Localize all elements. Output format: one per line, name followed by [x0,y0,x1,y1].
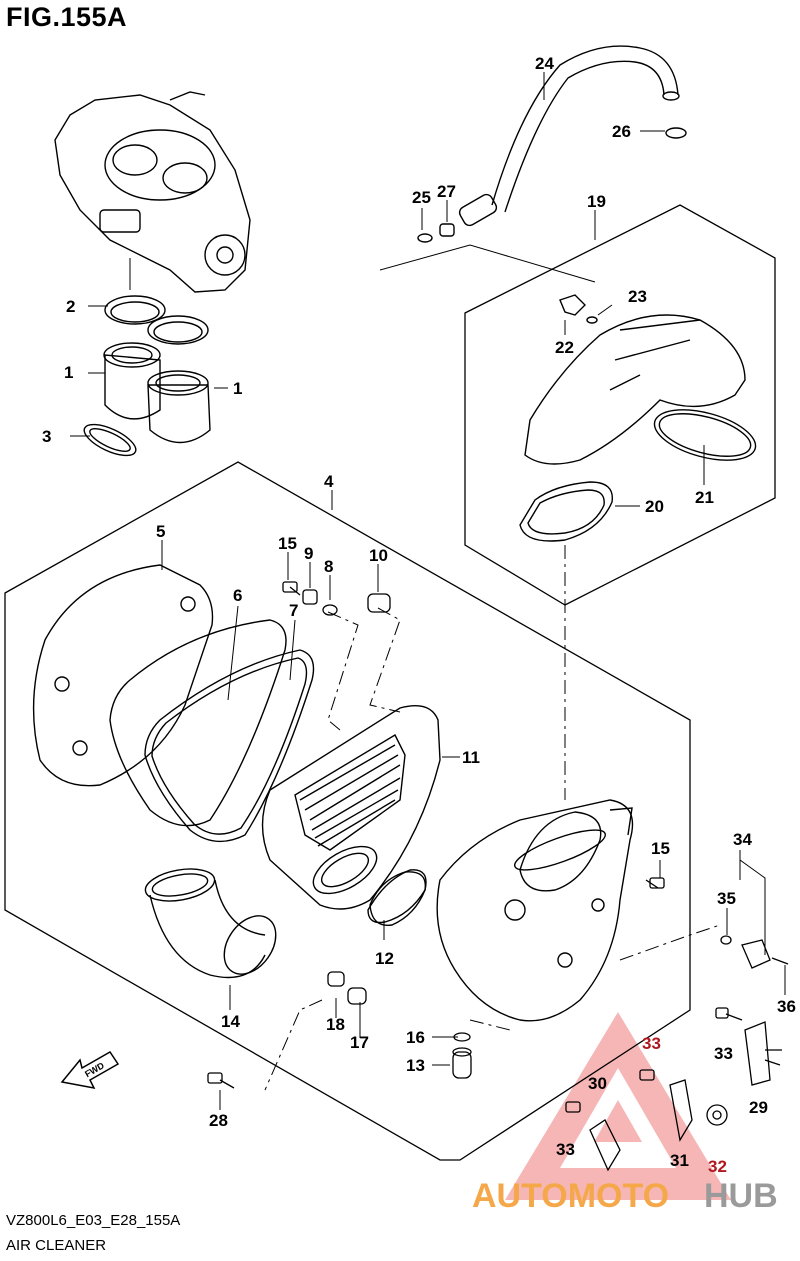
watermark-part1: AUTOMOTO [472,1177,669,1215]
callout-labels: 2 1 1 3 24 26 25 27 19 23 22 20 21 4 5 1… [42,54,796,1176]
case-hardware [207,971,472,1089]
intake-tube [144,868,277,979]
callout-2: 2 [66,297,75,316]
callout-36: 36 [777,997,796,1016]
small-fasteners [282,581,665,889]
callout-33b: 33 [642,1034,661,1053]
callout-3: 3 [42,427,51,446]
callout-23: 23 [628,287,647,306]
case-gasket [369,871,427,927]
watermark-text: AUTOMOTO HUB [472,1177,778,1215]
intake-joints-and-clamps [83,295,211,457]
throttle-body [54,91,251,293]
leader-lines [70,72,786,1110]
callout-7: 7 [289,601,298,620]
callout-1a: 1 [64,363,73,382]
callout-5: 5 [156,522,165,541]
callout-26: 26 [612,122,631,141]
callout-10: 10 [369,546,388,565]
callout-16-overlay: 16 [406,1028,425,1047]
assembly-frames [4,204,776,1161]
callout-33a: 33 [714,1044,733,1063]
cover-gaskets [109,619,315,843]
callout-28: 28 [209,1111,228,1130]
figure-caption: AIR CLEANER [6,1237,107,1254]
callout-12: 12 [375,949,394,968]
air-cleaner-box-frame [4,461,691,1161]
callout-25: 25 [412,188,431,207]
callout-6: 6 [233,586,242,605]
breather-hose [417,45,687,243]
callout-33c: 33 [556,1140,575,1159]
watermark-part2: HUB [704,1177,778,1215]
callout-21: 21 [695,488,714,507]
air-cleaner-case [436,799,634,1022]
figure-title: FIG.155A [6,2,128,32]
callout-30: 30 [588,1074,607,1093]
callout-4: 4 [324,472,334,491]
callout-18-overlay: 18 [326,1015,345,1034]
callout-8: 8 [324,557,333,576]
callout-27: 27 [437,182,456,201]
callout-31: 31 [670,1151,689,1170]
callout-14-overlay: 14 [221,1012,240,1031]
callout-15a: 15 [278,534,297,553]
callout-13-overlay: 13 [406,1056,425,1075]
callout-15b: 15 [651,839,670,858]
watermark-triangle-logo [505,1012,731,1200]
callout-34: 34 [733,830,752,849]
callout-11: 11 [462,748,480,767]
outlet-duct [519,294,757,542]
air-cleaner-cover [32,564,214,787]
callout-35: 35 [717,889,736,908]
figure-code: VZ800L6_E03_E28_155A [6,1212,181,1229]
callout-29: 29 [749,1098,768,1117]
callout-20: 20 [645,497,664,516]
callout-19: 19 [587,192,606,211]
fwd-arrow-icon: FWD [60,1051,120,1090]
callout-1b: 1 [233,379,242,398]
callout-17-overlay: 17 [350,1033,369,1052]
callout-24: 24 [535,54,554,73]
outlet-duct-frame [464,204,776,606]
callout-22: 22 [555,338,574,357]
callout-9: 9 [304,544,313,563]
callout-32: 32 [708,1157,727,1176]
bracket-hardware [565,935,789,1172]
filter-element [261,705,441,924]
